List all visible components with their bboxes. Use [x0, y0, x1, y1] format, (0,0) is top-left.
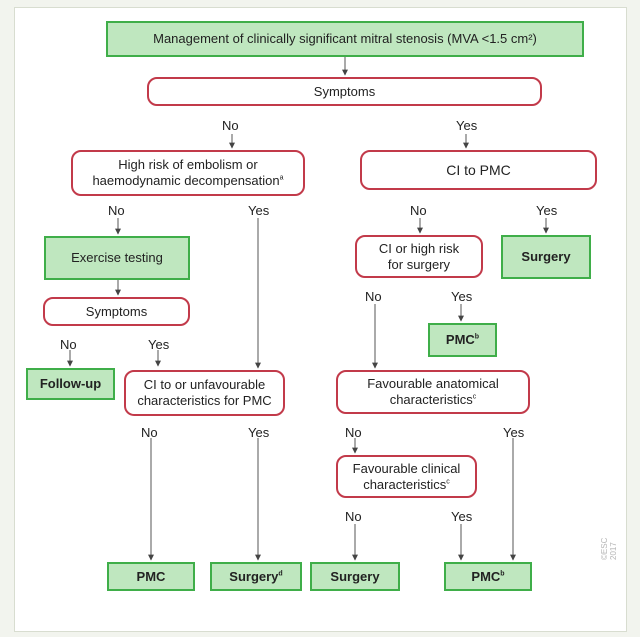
copyright-watermark: ©ESC 2017: [600, 537, 618, 560]
fav-anatomical-box: Favourable anatomical characteristicsc: [336, 370, 530, 414]
symptoms-left-text: Symptoms: [85, 303, 148, 319]
label-no-symptoms-left: No: [60, 337, 77, 352]
label-yes-clinical: Yes: [451, 509, 473, 524]
follow-up-text: Follow-up: [39, 376, 102, 391]
surgery-bottom-text: Surgery: [330, 568, 380, 584]
label-yes-ci-pmc: Yes: [536, 203, 558, 218]
label-no-highrisk: No: [108, 203, 125, 218]
ci-to-pmc-text: CI to PMC: [446, 162, 511, 178]
symptoms-top-text: Symptoms: [313, 83, 376, 99]
label-yes-symptoms-left: Yes: [148, 337, 170, 352]
ci-to-pmc-box: CI to PMC: [360, 150, 597, 190]
label-yes-ci-unfav: Yes: [248, 425, 270, 440]
pmc-b-mid-text: PMC: [445, 332, 475, 347]
surgery-d-box: Surgeryd: [210, 562, 302, 591]
label-no-clinical: No: [345, 509, 362, 524]
ci-unfavourable-box: CI to or unfavourable characteristics fo…: [124, 370, 285, 416]
label-no-symptoms: No: [222, 118, 239, 133]
symptoms-top-box: Symptoms: [147, 77, 542, 106]
fav-clinical-sup: c: [446, 478, 450, 486]
high-risk-line2: haemodynamic decompensation: [92, 173, 280, 188]
label-yes-anat: Yes: [503, 425, 525, 440]
pmc-b-mid-sup: b: [474, 333, 480, 341]
fav-anatomical-line2: characteristics: [389, 392, 473, 407]
label-no-ci-pmc: No: [410, 203, 427, 218]
high-risk-line1: High risk of embolism or: [118, 157, 258, 172]
exercise-testing-box: Exercise testing: [44, 236, 190, 280]
pmc-b-mid-box: PMCb: [428, 323, 497, 357]
fav-clinical-line2: characteristics: [363, 476, 447, 492]
high-risk-sup: a: [279, 174, 284, 182]
pmc-b-bottom-sup: b: [500, 570, 505, 578]
title-box: Management of clinically significant mit…: [106, 21, 584, 57]
label-no-anat: No: [345, 425, 362, 440]
label-no-ci-unfav: No: [141, 425, 158, 440]
surgery-bottom-box: Surgery: [310, 562, 400, 591]
label-no-ci-high: No: [365, 289, 382, 304]
ci-high-risk-line1: CI or high risk: [378, 240, 460, 256]
ci-high-risk-box: CI or high risk for surgery: [355, 235, 483, 278]
ci-high-risk-line2: for surgery: [387, 256, 451, 272]
label-yes-ci-high: Yes: [451, 289, 473, 304]
pmc-b-bottom-box: PMCb: [444, 562, 532, 591]
symptoms-left-box: Symptoms: [43, 297, 190, 326]
follow-up-box: Follow-up: [26, 368, 115, 400]
fav-clinical-box: Favourable clinical characteristicsc: [336, 455, 477, 498]
high-risk-box: High risk of embolism or haemodynamic de…: [71, 150, 305, 196]
surgery-d-sup: d: [278, 570, 283, 578]
pmc-bottom-box: PMC: [107, 562, 195, 591]
label-yes-highrisk: Yes: [248, 203, 270, 218]
exercise-testing-text: Exercise testing: [71, 250, 163, 265]
surgery-right-text: Surgery: [521, 249, 571, 264]
ci-unfavourable-line1: CI to or unfavourable: [143, 377, 266, 392]
pmc-b-bottom-text: PMC: [471, 568, 501, 584]
surgery-right-box: Surgery: [501, 235, 591, 279]
fav-clinical-line1: Favourable clinical: [352, 460, 461, 476]
surgery-d-text: Surgery: [229, 568, 279, 584]
ci-unfavourable-line2: characteristics for PMC: [137, 393, 272, 408]
fav-anatomical-line1: Favourable anatomical: [367, 376, 499, 391]
pmc-bottom-text: PMC: [136, 568, 166, 584]
fav-anatomical-sup: c: [472, 393, 477, 401]
title-text: Management of clinically significant mit…: [153, 31, 537, 46]
label-yes-symptoms: Yes: [456, 118, 478, 133]
